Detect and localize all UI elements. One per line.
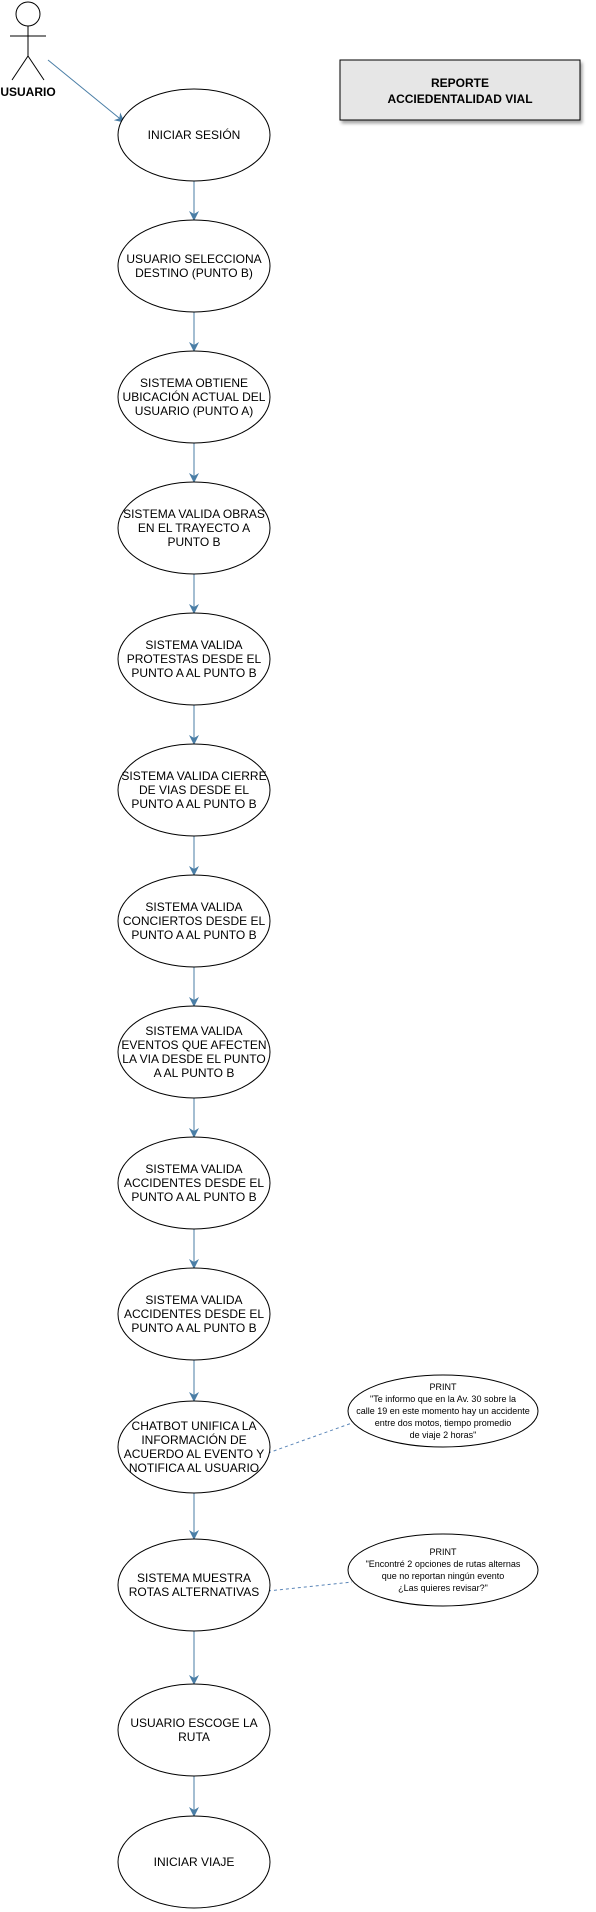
step-label: ACUERDO AL EVENTO Y (124, 1447, 265, 1461)
step-ellipse (117, 1683, 271, 1777)
step-label: PUNTO A AL PUNTO B (131, 1321, 256, 1335)
step-label: DE VIAS DESDE EL (139, 783, 249, 797)
step-ellipse (117, 350, 271, 444)
step-label: SISTEMA VALIDA (145, 638, 242, 652)
note-label: que no reportan ningún evento (382, 1571, 505, 1581)
note-label: entre dos motos, tiempo promedio (375, 1418, 512, 1428)
actor-usuario: USUARIO (0, 1, 56, 99)
step-label: PUNTO B (167, 535, 220, 549)
step-label: INFORMACIÓN DE (141, 1432, 246, 1447)
step-label: USUARIO (PUNTO A) (135, 404, 253, 418)
step-ellipse (117, 874, 271, 968)
step-label: PUNTO A AL PUNTO B (131, 666, 256, 680)
step-label: PUNTO A AL PUNTO B (131, 797, 256, 811)
title-box-frame (339, 59, 581, 121)
step-label: USUARIO ESCOGE LA (130, 1716, 257, 1730)
step-ellipse (117, 88, 271, 182)
step-label: DESTINO (PUNTO B) (135, 266, 253, 280)
step-label: NOTIFICA AL USUARIO (129, 1461, 259, 1475)
step-label: UBICACIÓN ACTUAL DEL (123, 389, 266, 404)
note-label: "Encontré 2 opciones de rutas alternas (366, 1559, 521, 1569)
step-label: LA VIA DESDE EL PUNTO (122, 1052, 265, 1066)
step-label: CONCIERTOS DESDE EL (123, 914, 266, 928)
step-ellipse (117, 1005, 271, 1099)
step-ellipse (117, 219, 271, 313)
step-ellipse (117, 612, 271, 706)
step-ellipse (117, 1815, 271, 1909)
print-notes: PRINT "Te informo que en la Av. 30 sobre … (347, 1374, 539, 1607)
note-link (267, 1581, 353, 1592)
flow-step: INICIAR VIAJE (117, 1815, 271, 1909)
step-label: SISTEMA VALIDA OBRAS (123, 507, 265, 521)
note-ellipse (347, 1374, 539, 1448)
step-label: INICIAR VIAJE (154, 1855, 235, 1869)
step-label: EVENTOS QUE AFECTEN (121, 1038, 266, 1052)
step-label: SISTEMA VALIDA (145, 900, 242, 914)
step-ellipse (117, 481, 271, 575)
note-connectors (267, 1422, 353, 1592)
actor-head (15, 1, 41, 27)
step-label: A AL PUNTO B (154, 1066, 235, 1080)
title-line-1: REPORTE (431, 76, 489, 90)
actor-connector (47, 59, 125, 123)
note-label: "Te informo que en la Av. 30 sobre la (370, 1394, 516, 1404)
actor-label: USUARIO (0, 85, 55, 99)
step-label: PROTESTAS DESDE EL (127, 652, 262, 666)
step-label: ACCIDENTES DESDE EL (124, 1307, 264, 1321)
note-label: calle 19 en este momento hay un accident… (356, 1406, 530, 1416)
note-label: PRINT (430, 1382, 458, 1392)
step-ellipse (117, 1267, 271, 1361)
note-label: PRINT (430, 1547, 458, 1557)
step-label: SISTEMA VALIDA (145, 1162, 242, 1176)
step-label: CHATBOT UNIFICA LA (132, 1419, 257, 1433)
step-label: USUARIO SELECCIONA (126, 252, 261, 266)
step-label: SISTEMA VALIDA (145, 1293, 242, 1307)
step-label: EN EL TRAYECTO A (138, 521, 250, 535)
actor-leg-left (11, 55, 29, 81)
step-label: SISTEMA OBTIENE (140, 376, 248, 390)
step-ellipse (117, 1136, 271, 1230)
step-ellipse (117, 1538, 271, 1632)
step-label: SISTEMA VALIDA CIERRE (121, 769, 266, 783)
title-box: REPORTE ACCIEDENTALIDAD VIAL (339, 59, 581, 121)
step-label: PUNTO A AL PUNTO B (131, 928, 256, 942)
step-label: SISTEMA VALIDA (145, 1024, 242, 1038)
note-label: de viaje 2 horas" (410, 1430, 477, 1440)
title-line-2: ACCIEDENTALIDAD VIAL (387, 92, 532, 106)
step-label: SISTEMA MUESTRA (137, 1571, 251, 1585)
print-note: PRINT "Te informo que en la Av. 30 sobre … (347, 1374, 539, 1448)
step-label: INICIAR SESIÓN (148, 127, 241, 142)
print-note: PRINT "Encontré 2 opciones de rutas alter… (347, 1533, 539, 1607)
step-ellipse (117, 743, 271, 837)
step-label: ACCIDENTES DESDE EL (124, 1176, 264, 1190)
flow-steps: INICIAR SESIÓN USUARIO SELECCIONADESTINO … (117, 88, 271, 1909)
actor-leg-right (27, 55, 45, 81)
note-link (267, 1422, 353, 1454)
step-label: ROTAS ALTERNATIVAS (129, 1585, 259, 1599)
note-ellipse (347, 1533, 539, 1607)
step-label: RUTA (178, 1730, 210, 1744)
step-ellipse (117, 1400, 271, 1494)
note-label: ¿Las quieres revisar?" (398, 1583, 488, 1593)
step-label: PUNTO A AL PUNTO B (131, 1190, 256, 1204)
flow-step: INICIAR SESIÓN (117, 88, 271, 182)
